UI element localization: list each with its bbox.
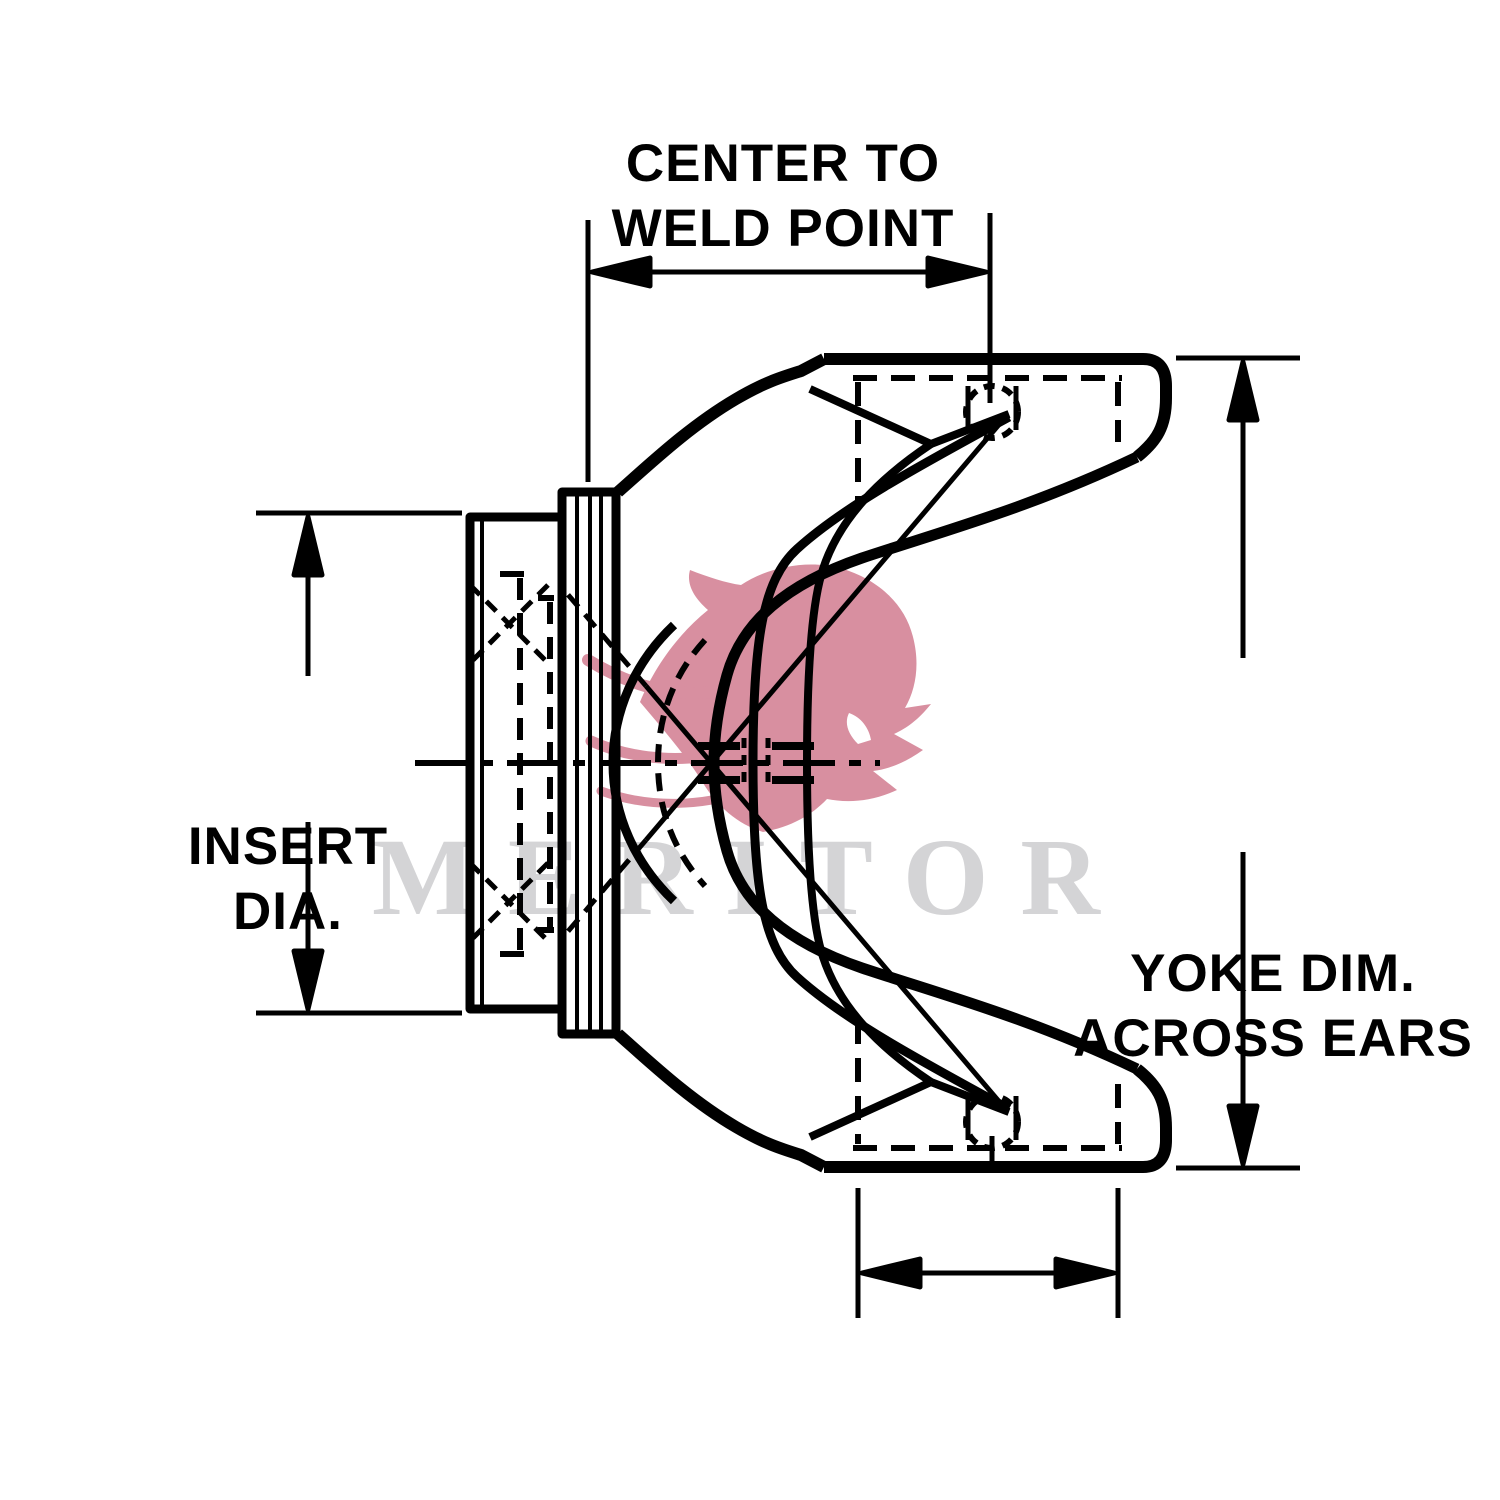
arrowhead-left-icon <box>859 1256 923 1290</box>
arrowhead-up-icon <box>291 514 325 578</box>
arrowhead-right-icon <box>925 255 989 289</box>
lower-arm-outer-edge <box>614 1029 827 1173</box>
dim-yoke-across-ears <box>1176 355 1300 1171</box>
label-center-to-weld-point: CENTER TO WELD POINT <box>33 131 1500 261</box>
meritor-griffin-icon <box>582 564 931 832</box>
label-line: INSERT <box>187 817 389 876</box>
label-line: CENTER TO <box>625 134 941 193</box>
arrowhead-left-icon <box>589 255 653 289</box>
arrowhead-down-icon <box>291 948 325 1012</box>
label-line: ACROSS EARS <box>1073 1009 1473 1068</box>
arrowhead-down-icon <box>1226 1103 1260 1167</box>
arm-front-edge-sweep <box>748 413 1012 1113</box>
upper-ear-outline <box>824 353 1172 462</box>
label-insert-dia: INSERT DIA. <box>0 814 1038 944</box>
lower-ear-outline <box>824 1064 1172 1173</box>
arrowhead-up-icon <box>1226 359 1260 423</box>
label-line: WELD POINT <box>611 199 955 258</box>
center-socket-hidden-arc <box>655 637 708 889</box>
dim-insert-dia <box>256 510 462 1016</box>
hub-hidden-cross-marks <box>468 583 550 943</box>
dimension-lines <box>256 213 1300 1318</box>
upper-arm-outer-edge <box>614 353 827 497</box>
lube-hole-ticks <box>965 386 1019 1162</box>
journal-hidden-marks <box>698 738 814 788</box>
label-yoke-dim-across-ears: YOKE DIM. ACROSS EARS <box>523 941 1500 1071</box>
seam-lines <box>562 419 1004 1107</box>
label-line: DIA. <box>233 882 343 941</box>
dim-bearing-cap-dia <box>855 1188 1121 1318</box>
dim-center-to-weld-point <box>585 213 993 482</box>
arrowhead-right-icon <box>1053 1256 1117 1290</box>
yoke-body <box>415 353 1172 1173</box>
label-line: YOKE DIM. <box>1130 944 1416 1003</box>
